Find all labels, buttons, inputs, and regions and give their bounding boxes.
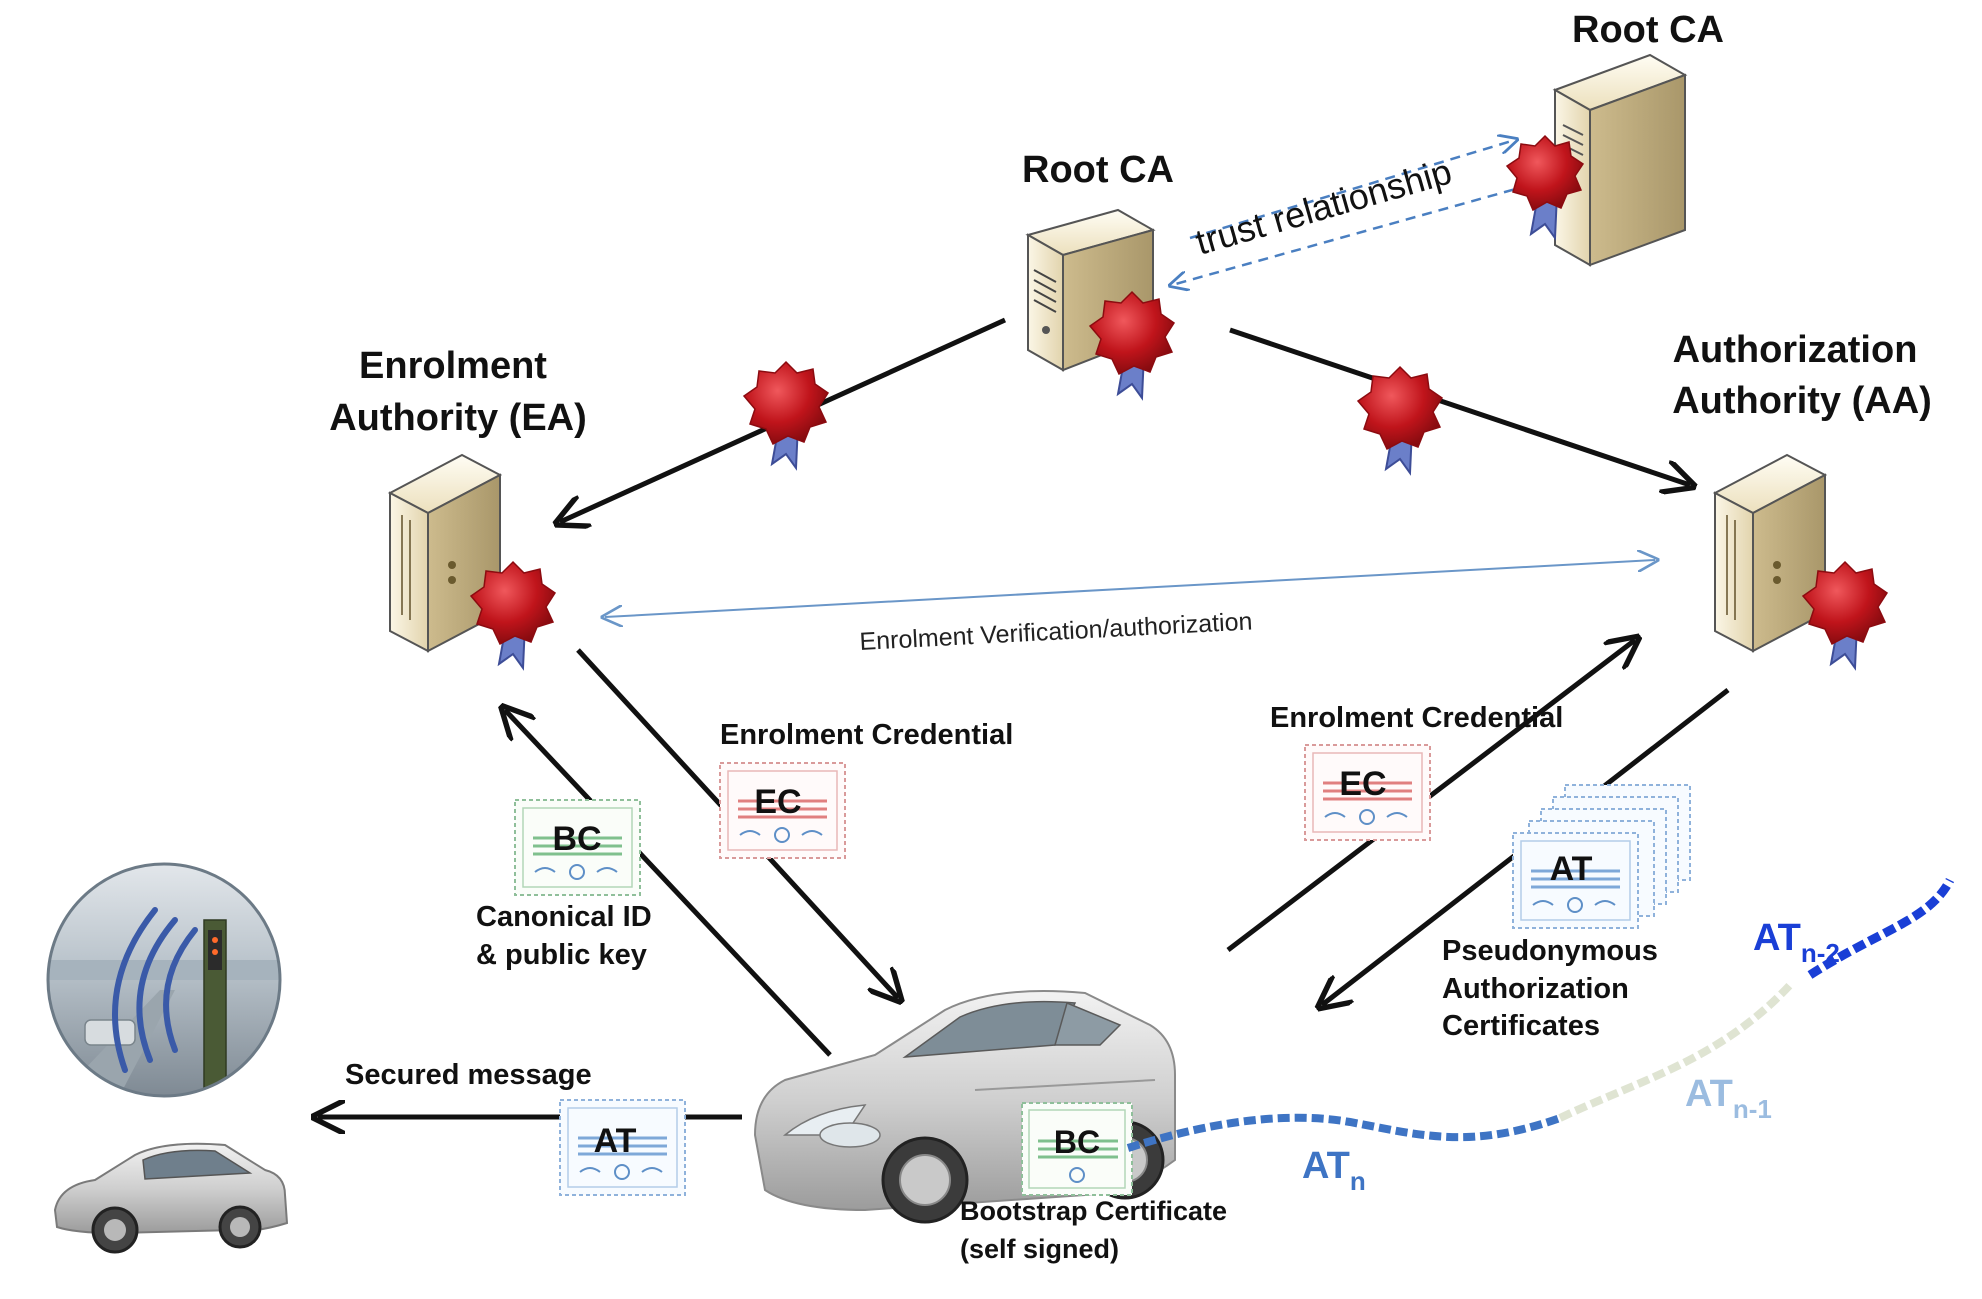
- bc-car-label: BC: [1054, 1124, 1100, 1160]
- at-certificate-message: AT: [559, 1099, 686, 1196]
- root-ca-main-title: Root CA: [1022, 149, 1174, 191]
- verification-arrow: [605, 560, 1655, 617]
- ec-certificate-left: EC: [719, 762, 846, 859]
- at-n2-base: AT: [1753, 917, 1801, 959]
- roadside-unit-photo: [46, 862, 282, 1098]
- at-trail-current: [1126, 1113, 1562, 1152]
- at-message-label: AT: [594, 1122, 637, 1160]
- bootstrap-caption-line2: (self signed): [960, 1234, 1119, 1264]
- trust-relationship-label: trust relationship: [1191, 150, 1456, 262]
- trust-arrow-out: [1189, 140, 1515, 240]
- ec-left-label: EC: [754, 783, 801, 821]
- ea-title-line2: Authority (EA): [329, 397, 587, 439]
- at-trail-previous: [1558, 982, 1793, 1122]
- receiving-car-image: [53, 1142, 289, 1254]
- at-n-sub: n: [1350, 1166, 1366, 1196]
- ec-left-caption: Enrolment Credential: [720, 719, 1013, 751]
- at-n1-sub: n-1: [1733, 1094, 1772, 1124]
- aa-title-line2: Authority (AA): [1672, 380, 1932, 422]
- aa-title-line1: Authorization: [1673, 329, 1918, 371]
- seal-icon-ea: [469, 560, 557, 671]
- at-n1-label: ATn-1: [1685, 1073, 1772, 1124]
- ea-title-line1: Enrolment: [359, 345, 547, 387]
- pseudo-caption-line1: Pseudonymous: [1442, 935, 1658, 967]
- ec-certificate-right: EC: [1304, 744, 1431, 841]
- arrow-vehicle-to-ea: [505, 710, 832, 1057]
- seal-icon-root-to-ea: [742, 360, 830, 471]
- ec-right-caption: Enrolment Credential: [1270, 702, 1563, 734]
- arrow-root-to-aa: [1229, 327, 1690, 485]
- pseudo-caption-line3: Certificates: [1442, 1010, 1600, 1042]
- at-stack-label: AT: [1550, 850, 1593, 888]
- at-n2-sub: n-2: [1801, 938, 1840, 968]
- at-n1-base: AT: [1685, 1073, 1733, 1115]
- canonical-caption-line2: & public key: [476, 939, 647, 971]
- seal-icon-root-to-aa: [1356, 365, 1444, 476]
- secured-message-caption: Secured message: [345, 1059, 592, 1091]
- root-ca-other-server: [1552, 53, 1688, 267]
- bootstrap-caption-line1: Bootstrap Certificate: [960, 1196, 1227, 1226]
- at-certificate-stack: AT: [1512, 784, 1691, 929]
- arrow-vehicle-to-aa: [1226, 640, 1635, 952]
- bc-certificate-left: BC: [514, 799, 641, 896]
- canonical-caption-line1: Canonical ID: [476, 901, 652, 933]
- seal-icon-root-ca-main: [1088, 290, 1176, 401]
- seal-icon-root-ca-other: [1505, 134, 1585, 241]
- ec-right-label: EC: [1339, 765, 1386, 803]
- aa-server: [1712, 453, 1828, 653]
- at-n-base: AT: [1302, 1145, 1350, 1187]
- at-n-label: ATn: [1302, 1145, 1366, 1196]
- trust-arrow-back: [1172, 183, 1531, 285]
- at-n2-label: ATn-2: [1753, 917, 1840, 968]
- seal-icon-aa: [1801, 560, 1889, 671]
- verification-label: Enrolment Verification/authorization: [859, 607, 1253, 656]
- bc-certificate-car: BC: [1021, 1102, 1133, 1196]
- pseudo-caption-line2: Authorization: [1442, 973, 1629, 1005]
- at-trail-oldest: [1807, 877, 1955, 979]
- bc-left-label: BC: [552, 820, 601, 858]
- root-ca-other-title: Root CA: [1572, 9, 1724, 51]
